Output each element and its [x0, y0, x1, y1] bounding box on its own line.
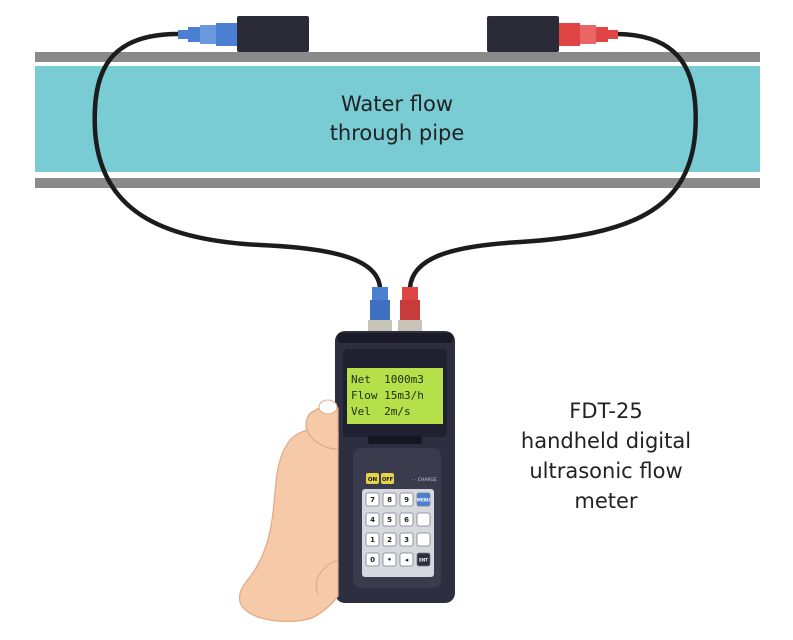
key-label: 7: [370, 496, 375, 504]
pipe-label-line2: through pipe: [330, 121, 465, 145]
caption-line4: meter: [574, 489, 638, 513]
right-transducer: [487, 16, 618, 52]
flow-meter: Net 1000m3 Flow 15m3/h Vel 2m/s ON OFF ·…: [335, 331, 455, 603]
key-3-4[interactable]: [416, 532, 431, 547]
key-1-1[interactable]: 7: [365, 492, 380, 507]
key-label: 6: [404, 516, 409, 524]
hand: [238, 399, 339, 622]
off-button[interactable]: OFF: [381, 473, 394, 484]
right-connector: [559, 23, 580, 46]
key-label: 5: [387, 516, 392, 524]
palm: [238, 428, 339, 622]
lcd-line-flow: Flow 15m3/h: [351, 389, 424, 402]
left-cable: [92, 31, 383, 289]
pipe-label-line1: Water flow: [341, 92, 453, 116]
key-3-3[interactable]: 3: [399, 532, 414, 547]
key-3-1[interactable]: 1: [365, 532, 380, 547]
keys: 7 8 9 MENU 4 5 6 1 2 3 0 • ◂ ENT: [365, 492, 431, 567]
left-connector: [188, 27, 200, 42]
key-label: ENT: [419, 557, 428, 562]
on-button-label: ON: [368, 477, 378, 483]
pipe-water: [35, 66, 760, 172]
key-label: 4: [370, 516, 375, 524]
key-2-3[interactable]: 6: [399, 512, 414, 527]
key-4-4[interactable]: ENT: [416, 552, 431, 567]
caption-line2: handheld digital: [520, 429, 692, 453]
key-label: 1: [370, 536, 375, 544]
pipe-top-wall: [35, 52, 760, 62]
charge-label: · · CHARGE: [412, 477, 437, 483]
key-label: 2: [387, 536, 392, 544]
key-4-1[interactable]: 0: [365, 552, 380, 567]
key-2-1[interactable]: 4: [365, 512, 380, 527]
key-grid: [362, 489, 434, 577]
key-4-2[interactable]: •: [382, 552, 397, 567]
key-label: 3: [404, 536, 409, 544]
key-label: ◂: [405, 556, 409, 564]
key-3-2[interactable]: 2: [382, 532, 397, 547]
lcd-display: [347, 368, 443, 424]
key-1-4[interactable]: MENU: [416, 492, 431, 507]
caption-line3: ultrasonic flow: [529, 459, 683, 483]
lcd-line-net: Net 1000m3: [351, 373, 424, 386]
meter-red-connector: [398, 287, 422, 332]
left-transducer: [178, 16, 309, 52]
pipe-bottom-wall: [35, 178, 760, 188]
left-transducer-body: [237, 16, 309, 52]
key-2-2[interactable]: 5: [382, 512, 397, 527]
key-label: 9: [404, 496, 409, 504]
key-4-3[interactable]: ◂: [399, 552, 414, 567]
key-1-2[interactable]: 8: [382, 492, 397, 507]
device-caption: FDT-25 handheld digital ultrasonic flow …: [490, 396, 722, 516]
key-1-3[interactable]: 9: [399, 492, 414, 507]
right-cable: [407, 31, 698, 289]
key-label: MENU: [417, 497, 430, 502]
key-label: 8: [387, 496, 392, 504]
lcd-line-vel: Vel 2m/s: [351, 405, 411, 418]
thumbnail: [318, 399, 338, 415]
on-button[interactable]: ON: [366, 473, 379, 484]
key-label: •: [387, 556, 391, 564]
caption-model: FDT-25: [569, 399, 643, 423]
pipe: Water flow through pipe: [35, 52, 760, 188]
key-label: 0: [370, 556, 375, 564]
meter-blue-connector: [368, 287, 392, 332]
off-button-label: OFF: [382, 477, 393, 483]
right-transducer-body: [487, 16, 559, 52]
key-2-4[interactable]: [416, 512, 431, 527]
